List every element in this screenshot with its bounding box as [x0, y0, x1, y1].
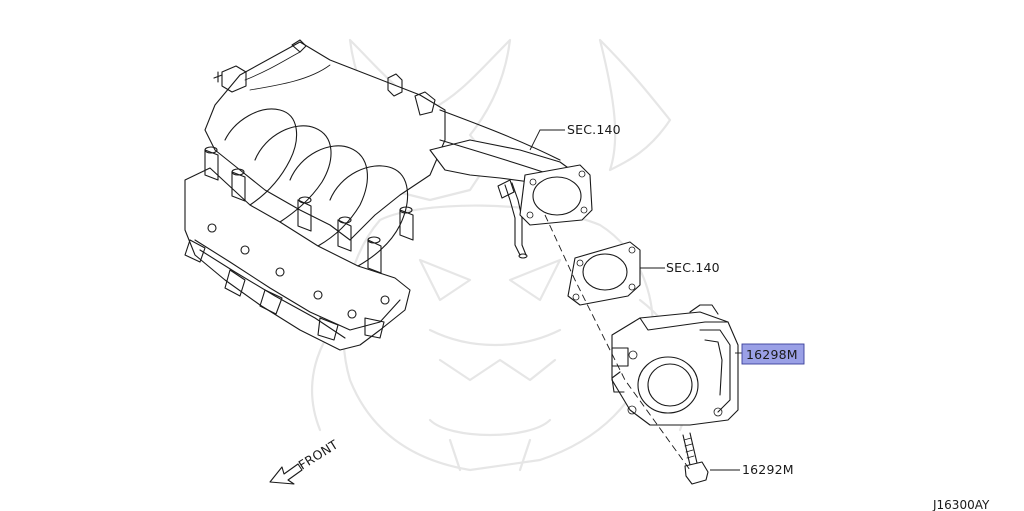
front-label: FRONT — [296, 437, 341, 473]
throttle-gasket — [567, 241, 641, 306]
throttle-body — [611, 304, 739, 426]
intake-manifold — [184, 39, 446, 351]
callout-sec-upper[interactable]: SEC.140 — [567, 122, 621, 137]
arrow-down-left-icon — [269, 463, 303, 485]
callout-part-throttle-group[interactable]: 16298M — [741, 343, 805, 365]
alignment-line — [544, 214, 691, 471]
leader-sec-upper — [529, 129, 565, 151]
callout-sec-lower[interactable]: SEC.140 — [666, 260, 720, 275]
callout-part-bolt[interactable]: 16292M — [742, 462, 794, 477]
figure-code: J16300AY — [932, 498, 990, 511]
front-indicator: FRONT — [269, 437, 341, 485]
throttle-bolt — [682, 432, 709, 485]
upper-flange-plate — [519, 164, 593, 226]
part-highlight-box[interactable] — [741, 343, 805, 365]
callout-part-throttle[interactable]: 16298M — [746, 347, 798, 362]
